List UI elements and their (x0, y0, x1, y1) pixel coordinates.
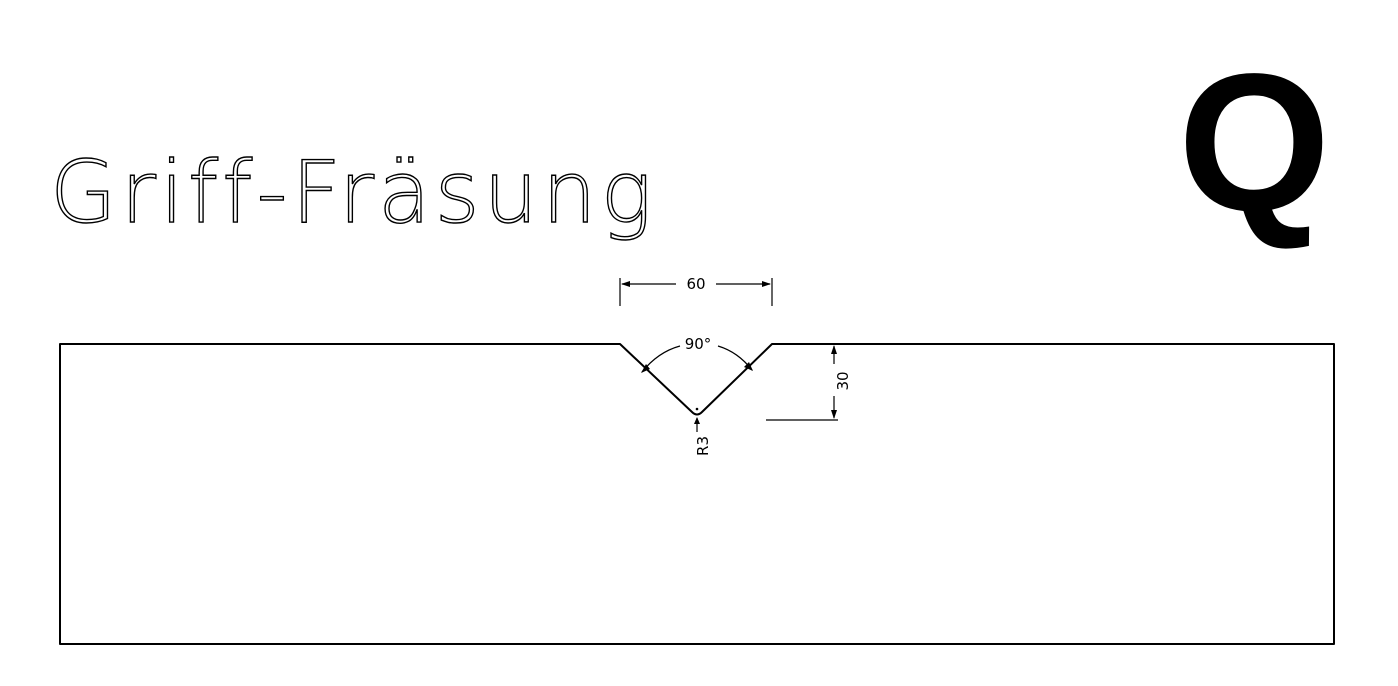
depth-dimension: 30 (766, 345, 852, 421)
drawing-title: Griff-Fräsung (50, 143, 656, 243)
angle-dimension: 90° (641, 335, 753, 373)
depth-dimension-label: 30 (834, 371, 852, 390)
radius-dimension-label: R3 (694, 436, 712, 456)
width-dimension: 60 (619, 275, 773, 306)
angle-dimension-label: 90° (685, 335, 712, 353)
section-badge: Q (1178, 33, 1330, 252)
width-dimension-label: 60 (686, 275, 705, 293)
radius-dimension: R3 (694, 407, 712, 456)
part-outline (59, 343, 1335, 645)
